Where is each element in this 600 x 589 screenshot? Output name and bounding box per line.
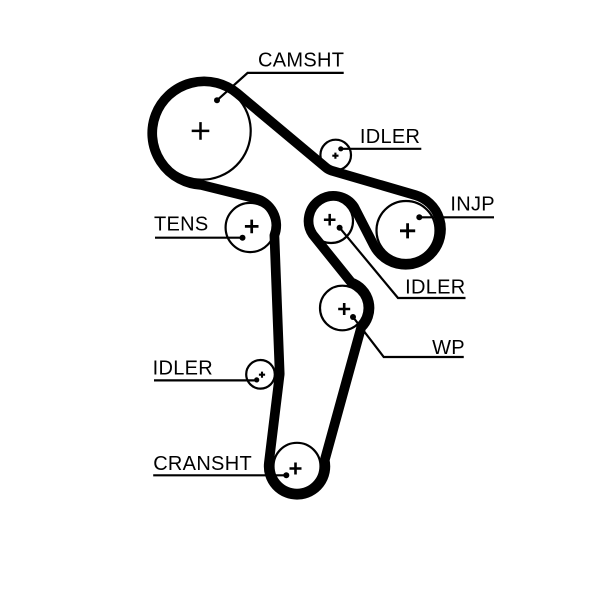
svg-text:IDLER: IDLER	[360, 126, 420, 148]
svg-text:TENS: TENS	[154, 213, 209, 235]
svg-text:IDLER: IDLER	[153, 358, 213, 380]
svg-text:IDLER: IDLER	[405, 277, 465, 299]
svg-text:CRANSHT: CRANSHT	[153, 453, 252, 475]
svg-text:WP: WP	[432, 337, 465, 359]
svg-text:CAMSHT: CAMSHT	[258, 50, 344, 72]
svg-text:INJP: INJP	[450, 194, 495, 216]
